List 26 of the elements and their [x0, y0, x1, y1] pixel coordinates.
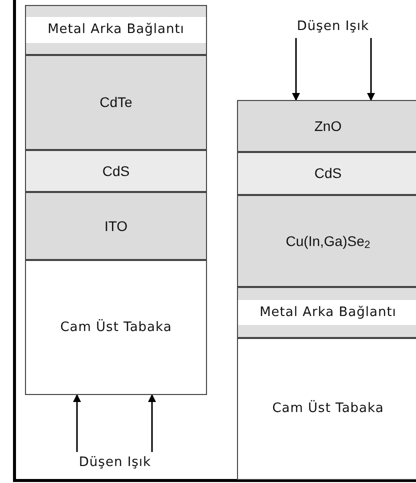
layer-label: Metal Arka Bağlantı: [26, 17, 206, 43]
layer-label: CdS: [102, 162, 130, 180]
layer-box: [25, 55, 207, 150]
layer-label: ZnO: [314, 116, 342, 136]
arrow: [148, 394, 156, 452]
layer-label: CdTe: [100, 93, 132, 112]
layer-label: CdS: [314, 164, 342, 183]
layer-label: Metal Arka Bağlantı: [238, 300, 416, 326]
layer-label: Cam Üst Tabaka: [60, 318, 172, 337]
light-label: Düşen Işık: [296, 18, 370, 36]
arrow: [292, 38, 300, 101]
layer-box: [237, 338, 416, 480]
layer-box: [25, 150, 207, 192]
arrow: [73, 394, 81, 452]
layer-box: [25, 192, 207, 260]
arrow: [367, 38, 375, 101]
light-label: Düşen Işık: [78, 454, 152, 472]
layer-label: ITO: [104, 216, 128, 236]
layer-label: Cam Üst Tabaka: [272, 399, 384, 418]
layer-box: [25, 5, 207, 55]
layer-box: [25, 260, 207, 395]
layer-box: [237, 152, 416, 195]
layer-box: [237, 287, 416, 338]
layer-box: [237, 100, 416, 152]
layer-label: Cu(In,Ga)Se$_{2}$: [286, 232, 370, 252]
layer-box: [237, 195, 416, 287]
